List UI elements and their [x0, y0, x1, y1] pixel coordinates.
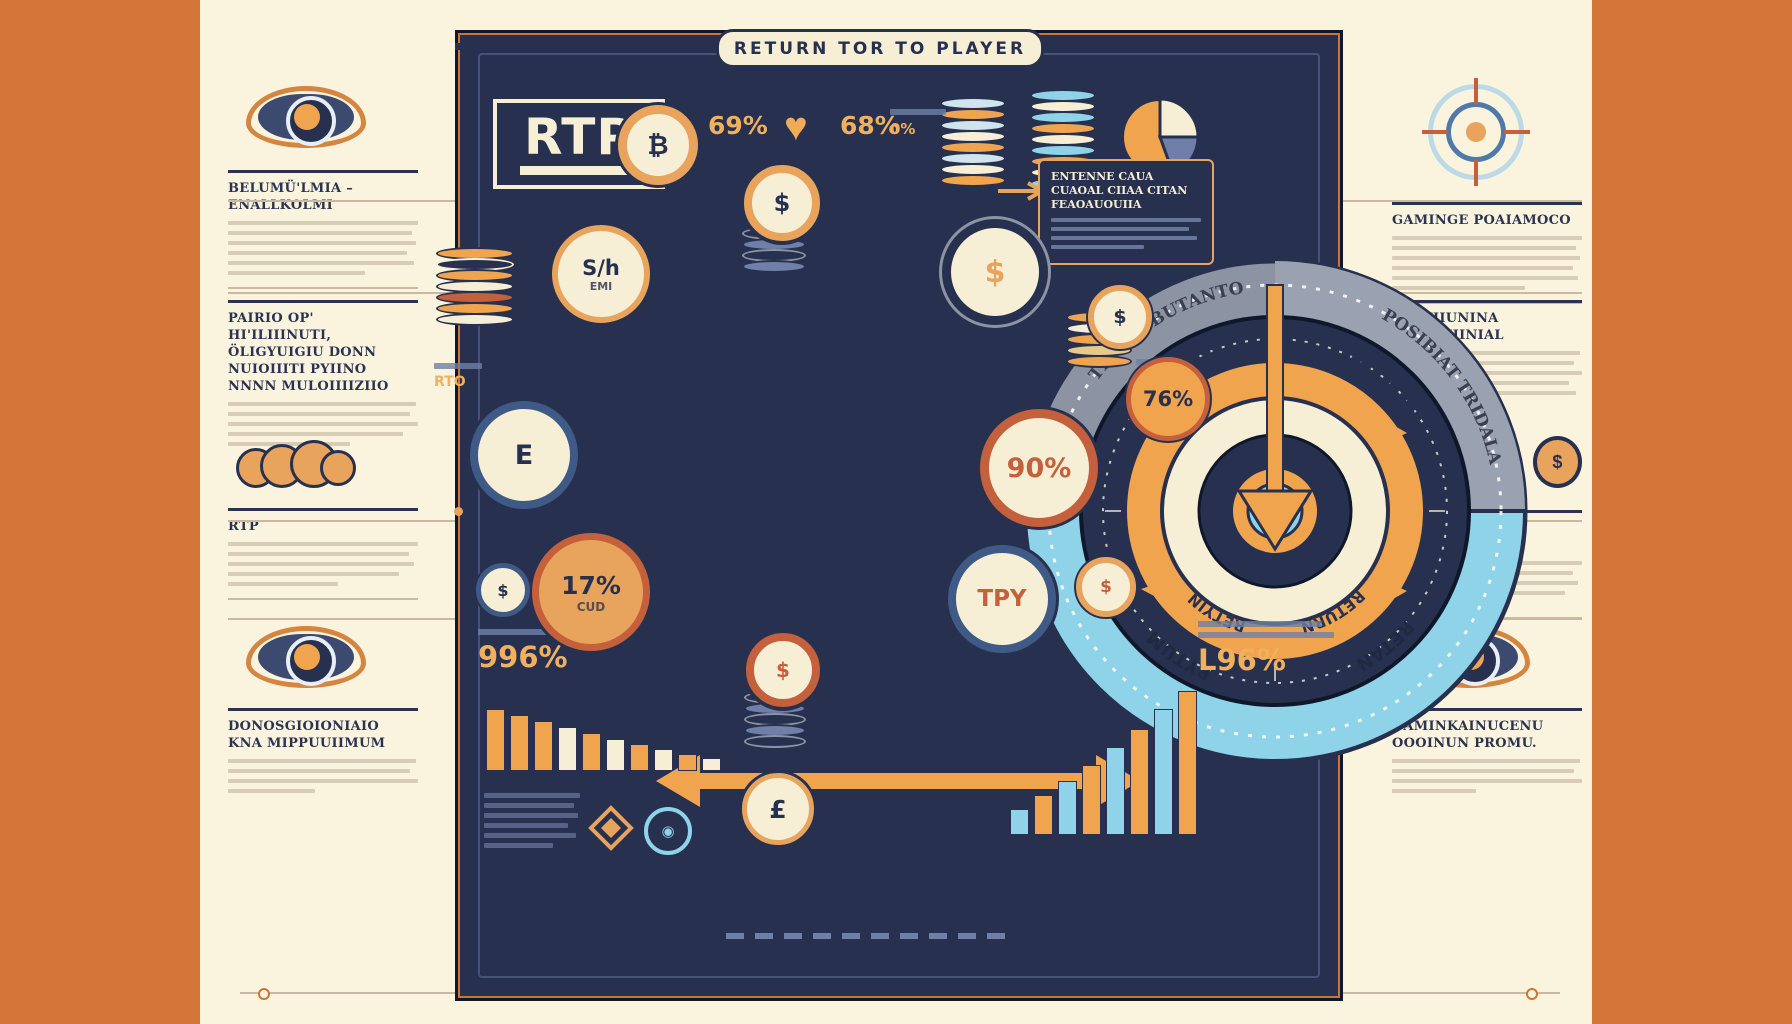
stat-bottom-right: L96%	[1198, 621, 1348, 677]
sidebar-left-title-4: DONOSGIOIONIAIO KNA MIPPUUIIMUM	[228, 719, 386, 751]
connector-line	[1338, 292, 1582, 294]
sidebar-right-section-1: GAMINGE POAIAMOCO	[1392, 78, 1582, 314]
connector-dot	[1526, 988, 1538, 1000]
stat-mid-left: RTO	[434, 363, 488, 390]
chip-stack	[436, 247, 514, 326]
sidebar-left-body-3	[228, 542, 418, 586]
wheel-arrow-icon	[1379, 581, 1407, 607]
sidebar-left-title-3: RTP	[228, 519, 259, 534]
sidebar-left-section-4: DONOSGIOIONIAIO KNA MIPPUUIIMUM	[228, 626, 418, 799]
connector-line	[1338, 200, 1582, 202]
badge-76-label: 76%	[1142, 387, 1194, 411]
callout-box: ENTENNE CAUA CUAOAL CIIAA CITAN FEAOAUOU…	[1038, 159, 1214, 265]
badge-e-label: E	[514, 439, 534, 471]
badge-sh[interactable]: S/h EMI	[552, 225, 650, 323]
wheel-top-token-label: $	[773, 189, 791, 217]
chip-stack	[940, 97, 1006, 187]
coin-stack-icon	[234, 432, 356, 490]
cyan-node-icon: ◉	[644, 807, 692, 855]
badge-small-coin[interactable]: $	[1076, 557, 1136, 617]
top-pct-left: 69%	[708, 111, 768, 140]
badge-90-label: 90%	[1006, 452, 1072, 484]
stat-bottom-right-value: L96%	[1198, 643, 1286, 677]
stat-bottom-left-value: 996%	[478, 640, 568, 674]
badge-small-coin[interactable]: $	[476, 563, 530, 617]
badge-tpy[interactable]: TPY	[948, 545, 1056, 653]
rtp-logo-label: RTP	[523, 108, 634, 166]
descending-bar-chart	[486, 681, 721, 771]
data-grid	[484, 793, 580, 854]
connector-line	[228, 292, 456, 294]
badge-17-label: 17%	[561, 570, 621, 600]
badge-sh-label: S/h	[582, 255, 620, 280]
wheel-arrow-icon	[1379, 417, 1407, 443]
connector-line	[228, 618, 456, 620]
top-pct-right: 68%	[840, 111, 900, 140]
badge-17-sub: CUD	[576, 599, 606, 614]
badge-dollar-left[interactable]: $	[1088, 285, 1152, 349]
diamond-icon	[588, 805, 634, 851]
connector-dot	[258, 988, 270, 1000]
sidebar-right-body-1	[1392, 236, 1582, 290]
title-rule-right	[1037, 43, 1337, 50]
sidebar-right-title-4: GAMINKAINUCENU OOOINUN PROMU.	[1392, 719, 1544, 751]
connector-line	[228, 520, 456, 522]
ascending-bar-chart	[1010, 645, 1197, 835]
sidebar-left-body-2	[228, 402, 418, 446]
sidebar-left-title-1: BELUMÜ'LMIA – ENALLKOLMI	[228, 181, 353, 213]
badge-tpy-label: TPY	[977, 586, 1027, 612]
target-icon	[1422, 78, 1530, 186]
stat-bottom-right-caption-1	[1198, 621, 1322, 627]
top-mini-stat: 0%	[890, 109, 950, 138]
heart-icon: ♥	[784, 105, 808, 149]
bottom-center-token: £	[742, 773, 814, 845]
sidebar-left-section-3: RTP	[228, 432, 418, 610]
sidebar-left-section-1: BELUMÜ'LMIA – ENALLKOLMI	[228, 86, 418, 299]
connector-line	[228, 200, 456, 202]
eye-icon	[246, 626, 366, 688]
wheel-top-token: $	[744, 165, 820, 241]
panel-corner-dot	[454, 507, 463, 516]
stat-mid-left-value: RTO	[434, 374, 466, 390]
sidebar-right-body-4	[1392, 759, 1582, 793]
badge-e[interactable]: E	[470, 401, 578, 509]
stat-bottom-right-caption-2	[1198, 632, 1334, 638]
coin-icon: $	[1532, 436, 1582, 488]
title-rule-left	[455, 43, 717, 50]
wheel-arrow-icon	[1141, 581, 1171, 605]
wheel-bottom-token: $	[746, 633, 820, 707]
footer-tick-row	[726, 933, 1076, 939]
page-title-text: RETURN TOR TO PLAYER	[733, 38, 1027, 59]
badge-sh-sub: EMI	[589, 279, 613, 293]
bitcoin-coin-icon: ₿	[618, 105, 698, 185]
sidebar-left-section-2: PAIRIO OP' HI'ILIIINUTI, ÖLIGYUIGIU DONN…	[228, 300, 418, 452]
callout-title: ENTENNE CAUA CUAOAL CIIAA CITAN FEAOAUOU…	[1051, 170, 1188, 211]
badge-90[interactable]: 90%	[980, 409, 1098, 527]
page-title: RETURN TOR TO PLAYER	[716, 29, 1044, 68]
chip-stack	[742, 227, 806, 273]
badge-17[interactable]: 17% CUD	[532, 533, 650, 651]
badge-dollar-left-label: $	[1113, 306, 1127, 328]
main-panel: RTP ₿ 69% ♥ 68% 0%	[434, 30, 1528, 1001]
sidebar-left-body-1	[228, 221, 418, 275]
badge-dollar-right-label: $	[984, 254, 1006, 290]
sidebar-left-title-2: PAIRIO OP' HI'ILIIINUTI, ÖLIGYUIGIU DONN…	[228, 311, 389, 394]
center-up-arrow-icon	[1236, 284, 1314, 552]
eye-icon	[246, 86, 366, 148]
wheel-bottom-token-label: $	[776, 658, 790, 682]
badge-76[interactable]: 76%	[1126, 357, 1210, 441]
top-mini-stat-value: 0%	[890, 120, 916, 138]
sidebar-left-body-4	[228, 759, 418, 793]
sidebar-right-title-1: GAMINGE POAIAMOCO	[1392, 213, 1571, 228]
pie-chart-icon	[1120, 97, 1200, 177]
badge-dollar-right[interactable]: $	[942, 219, 1048, 325]
